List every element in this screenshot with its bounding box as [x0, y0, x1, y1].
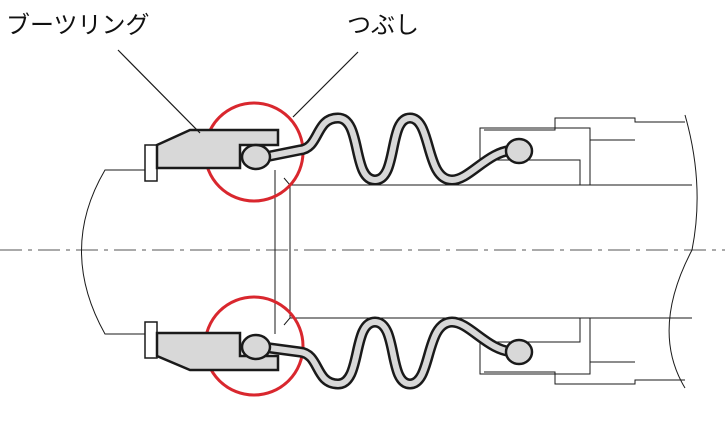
leader-line-boot-ring — [117, 49, 201, 134]
label-boot-ring: ブーツリング — [6, 11, 150, 39]
leader-line-crush — [292, 51, 359, 118]
tube-housing — [274, 114, 698, 389]
label-crush: つぶし — [347, 11, 419, 39]
left-outline — [81, 169, 145, 335]
boot-ring-top — [144, 128, 280, 182]
bellows-bottom — [240, 316, 534, 390]
boot-ring-bottom — [144, 321, 280, 372]
bellows-top — [240, 112, 534, 186]
